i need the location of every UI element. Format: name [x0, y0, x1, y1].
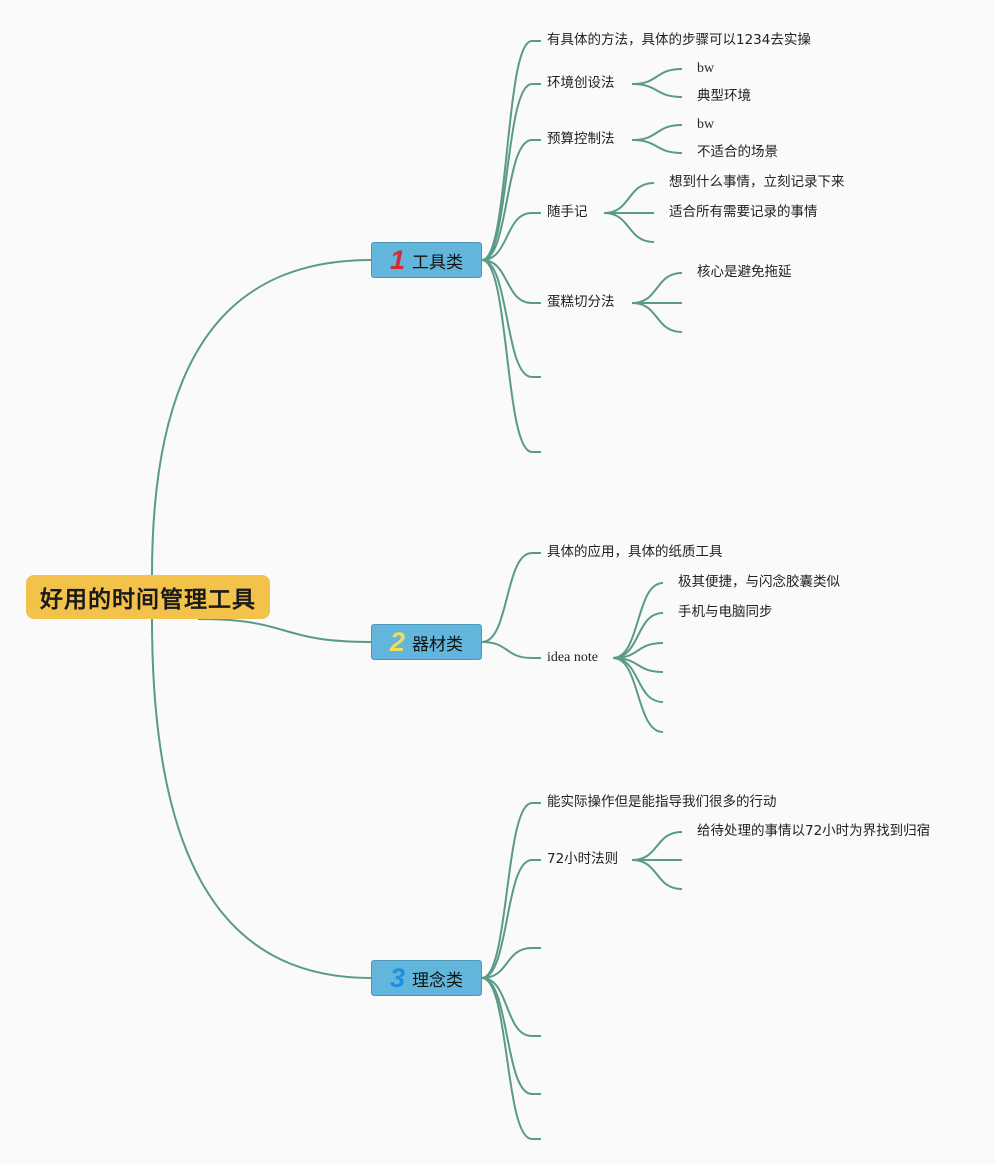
link-concepts-child-1	[481, 802, 533, 979]
central-topic[interactable]: 好用的时间管理工具	[26, 575, 270, 619]
link-idea-sub-1	[612, 582, 664, 659]
branch-label: 工具类	[412, 252, 464, 273]
leaf-avoid-procrastination[interactable]: 核心是避免拖延	[697, 264, 792, 280]
branch-label: 理念类	[412, 970, 464, 991]
leaf-bw[interactable]: bw	[697, 61, 715, 76]
link-notes-sub-1	[603, 182, 655, 214]
link-72h-sub-3	[631, 859, 683, 890]
link-tools-child-3	[481, 139, 533, 261]
branch-equipment[interactable]: 2 器材类	[371, 624, 482, 660]
link-concepts-child-6	[481, 977, 533, 1140]
number-1-icon: 1	[389, 244, 406, 275]
link-concepts-child-2	[481, 859, 533, 979]
branch-tools[interactable]: 1 工具类	[371, 242, 482, 278]
leaf-quick-notes[interactable]: 随手记	[547, 204, 588, 220]
number-2-icon: 2	[389, 626, 406, 657]
link-budget-sub-2	[631, 139, 683, 154]
link-tools-child-2	[481, 83, 533, 261]
link-root-branch-2	[197, 618, 372, 643]
leaf-phone-pc-sync[interactable]: 手机与电脑同步	[678, 604, 773, 620]
leaf-budget-control[interactable]: 预算控制法	[547, 131, 615, 147]
branch-concepts[interactable]: 3 理念类	[371, 960, 482, 996]
link-cake-sub-3	[631, 302, 683, 333]
link-equipment-child-1	[481, 552, 533, 643]
leaf-cake-slicing[interactable]: 蛋糕切分法	[547, 294, 615, 310]
link-tools-child-4	[481, 212, 533, 261]
link-tools-child-1	[481, 40, 533, 261]
leaf-unsuitable-scenes[interactable]: 不适合的场景	[697, 144, 778, 160]
leaf-idea-note[interactable]: idea note	[547, 650, 598, 665]
link-idea-sub-2	[612, 612, 664, 659]
link-root-branch-1	[151, 259, 372, 576]
leaf-typical-environment[interactable]: 典型环境	[697, 88, 751, 104]
link-tools-child-6	[481, 259, 533, 378]
leaf-72-hour-boundary[interactable]: 给待处理的事情以72小时为界找到归宿	[697, 823, 931, 839]
link-budget-sub-1	[631, 124, 683, 141]
leaf-record-immediately[interactable]: 想到什么事情，立刻记录下来	[669, 174, 845, 190]
leaf-guide-actions[interactable]: 能实际操作但是能指导我们很多的行动	[547, 794, 777, 810]
leaf-environment-method[interactable]: 环境创设法	[547, 75, 615, 91]
leaf-72-hour-rule[interactable]: 72小时法则	[547, 851, 619, 867]
leaf-concrete-method[interactable]: 有具体的方法，具体的步骤可以1234去实操	[547, 32, 811, 48]
leaf-suits-all-records[interactable]: 适合所有需要记录的事情	[669, 204, 818, 220]
link-env-sub-1	[631, 68, 683, 85]
link-concepts-child-5	[481, 977, 533, 1095]
branch-label: 器材类	[412, 634, 464, 655]
link-equipment-child-2	[481, 641, 533, 659]
link-idea-sub-6	[612, 657, 664, 733]
link-env-sub-2	[631, 83, 683, 98]
link-72h-sub-1	[631, 831, 683, 861]
link-concepts-child-4	[481, 977, 533, 1037]
link-concepts-child-3	[481, 947, 533, 979]
number-3-icon: 3	[389, 962, 406, 993]
link-tools-child-7	[481, 259, 533, 453]
link-root-branch-3	[151, 618, 372, 979]
link-cake-sub-1	[631, 272, 683, 304]
leaf-flash-capsule[interactable]: 极其便捷，与闪念胶囊类似	[678, 574, 840, 590]
leaf-paper-tools[interactable]: 具体的应用，具体的纸质工具	[547, 544, 723, 560]
link-notes-sub-3	[603, 212, 655, 243]
leaf-bw-2[interactable]: bw	[697, 117, 715, 132]
link-tools-child-5	[481, 259, 533, 304]
